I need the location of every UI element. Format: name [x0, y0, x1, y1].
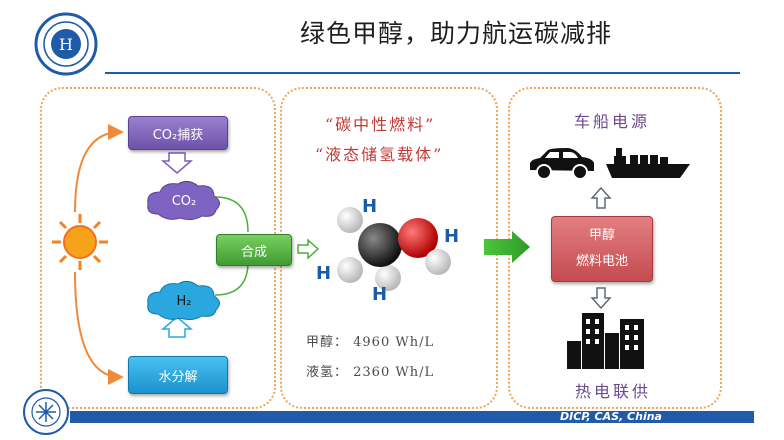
methanol-fuel-cell-box: 甲醇 燃料电池 — [551, 216, 653, 282]
synthesis-box: 合成 — [216, 234, 292, 266]
fuel-cell-line1: 甲醇 — [588, 228, 615, 243]
sun-icon — [50, 212, 110, 276]
page-title: 绿色甲醇，助力航运碳减排 — [300, 19, 613, 48]
h2-cloud-label: H₂ — [177, 294, 192, 309]
svg-text:H: H — [59, 35, 73, 54]
atom-label-h: H — [444, 226, 460, 247]
car-icon — [528, 146, 596, 186]
title-divider — [105, 72, 740, 74]
atom-label-h: H — [362, 196, 378, 217]
power-down-arrow — [590, 287, 612, 310]
atom-label-h: H — [316, 263, 332, 284]
atom-label-h: H — [372, 284, 388, 305]
h2-cloud: H₂ — [144, 278, 224, 326]
co2-capture-box: CO₂捕获 — [128, 116, 228, 150]
methanol-molecule-icon — [310, 190, 480, 304]
footer-affiliation: DICP, CAS, China — [560, 410, 662, 423]
water-split-box: 水分解 — [128, 356, 228, 394]
to-methanol-arrow — [297, 238, 320, 260]
footer-logo-icon — [22, 388, 70, 440]
to-fuel-cell-arrow — [484, 231, 530, 263]
footer-bar — [70, 411, 754, 423]
hydrogen-carrier-quote: “液态储氢载体” — [315, 145, 444, 164]
liquid-hydrogen-energy-density: 液氢： 2360 Wh/L — [306, 365, 435, 380]
power-up-arrow — [590, 186, 612, 209]
co2-cloud-label: CO₂ — [172, 194, 197, 209]
vehicle-ship-power-title: 车船电源 — [574, 112, 651, 131]
institute-logo-icon: H — [34, 12, 98, 76]
chp-title: 热电联供 — [575, 382, 652, 401]
co2-cloud: CO₂ — [144, 178, 224, 226]
fuel-cell-line2: 燃料电池 — [575, 254, 628, 269]
buildings-icon — [567, 311, 645, 373]
methanol-energy-density: 甲醇： 4960 Wh/L — [306, 335, 435, 350]
left-flow-arrows — [74, 124, 249, 385]
carbon-neutral-quote: “碳中性燃料” — [325, 115, 436, 134]
ship-icon — [606, 146, 690, 186]
